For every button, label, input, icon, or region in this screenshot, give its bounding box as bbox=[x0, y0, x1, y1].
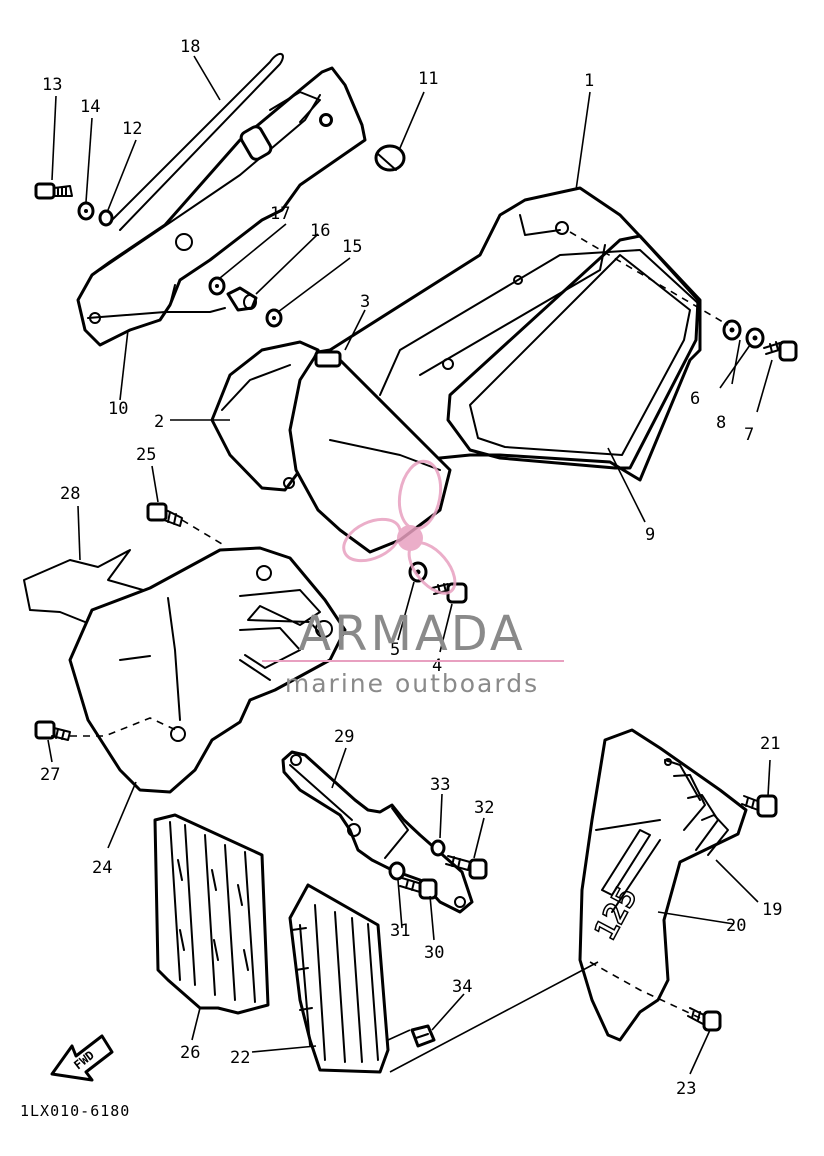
collar-16 bbox=[226, 286, 258, 312]
callout-4: 4 bbox=[432, 656, 442, 676]
nut-33 bbox=[430, 839, 446, 857]
callout-24: 24 bbox=[92, 858, 112, 878]
reference-lines bbox=[70, 231, 729, 1073]
washer-14 bbox=[77, 201, 95, 221]
callout-6: 6 bbox=[690, 389, 700, 409]
callout-3: 3 bbox=[360, 292, 370, 312]
callout-10: 10 bbox=[108, 399, 128, 419]
callout-1: 1 bbox=[584, 71, 594, 91]
callout-12: 12 bbox=[122, 119, 142, 139]
callout-14: 14 bbox=[80, 97, 100, 117]
callout-21: 21 bbox=[760, 734, 780, 754]
grommet-11 bbox=[319, 113, 406, 172]
clip-34 bbox=[410, 1024, 436, 1048]
callout-7: 7 bbox=[744, 425, 754, 445]
watermark-brand: ARMADA bbox=[298, 606, 525, 662]
callout-9: 9 bbox=[645, 525, 655, 545]
washer-6 bbox=[722, 319, 742, 341]
seal-strip bbox=[109, 53, 284, 231]
callout-30: 30 bbox=[424, 943, 444, 963]
callout-2: 2 bbox=[154, 412, 164, 432]
callout-28: 28 bbox=[60, 484, 80, 504]
bolt-13 bbox=[34, 182, 73, 200]
bolt-30 bbox=[399, 877, 438, 900]
callout-15: 15 bbox=[342, 237, 362, 257]
propeller-logo-icon bbox=[342, 459, 457, 595]
callout-labels: 1 2 3 4 5 6 7 8 9 10 11 12 13 14 15 16 1… bbox=[40, 37, 782, 1099]
leader-lines bbox=[47, 55, 773, 1075]
bolt-21 bbox=[741, 794, 778, 818]
watermark-tagline: marine outboards bbox=[285, 669, 539, 698]
washer-12 bbox=[98, 209, 114, 227]
drawing-code: 1LX010-6180 bbox=[20, 1102, 130, 1120]
callout-33: 33 bbox=[430, 775, 450, 795]
callout-11: 11 bbox=[418, 69, 438, 89]
washer-8 bbox=[745, 327, 765, 349]
watermark: ARMADA marine outboards bbox=[262, 459, 564, 698]
callout-34: 34 bbox=[452, 977, 472, 997]
number-plate-side bbox=[446, 234, 700, 470]
washer-17 bbox=[208, 276, 226, 296]
callout-32: 32 bbox=[474, 798, 494, 818]
callout-18: 18 bbox=[180, 37, 200, 57]
bolt-23 bbox=[687, 1007, 722, 1032]
callout-31: 31 bbox=[390, 921, 410, 941]
side-cover-panel-front bbox=[210, 340, 452, 554]
bolt-27 bbox=[34, 720, 71, 741]
callout-20: 20 bbox=[726, 916, 746, 936]
callout-16: 16 bbox=[310, 221, 330, 241]
callout-13: 13 bbox=[42, 75, 62, 95]
forward-arrow-icon: FWD bbox=[50, 1034, 114, 1082]
radiator-grille-right bbox=[288, 883, 390, 1074]
radiator-grille-left bbox=[153, 813, 270, 1015]
callout-22: 22 bbox=[230, 1048, 250, 1068]
callout-8: 8 bbox=[716, 413, 726, 433]
callout-29: 29 bbox=[334, 727, 354, 747]
callout-5: 5 bbox=[390, 640, 400, 660]
callout-19: 19 bbox=[762, 900, 782, 920]
callout-26: 26 bbox=[180, 1043, 200, 1063]
stay-bracket bbox=[281, 750, 474, 914]
callout-27: 27 bbox=[40, 765, 60, 785]
watermark-rule bbox=[262, 660, 564, 662]
bolt-25 bbox=[146, 502, 183, 527]
bolt-32 bbox=[445, 855, 488, 880]
nut-31 bbox=[388, 861, 406, 881]
callout-17: 17 bbox=[270, 204, 290, 224]
shroud-right bbox=[578, 728, 748, 1042]
callout-23: 23 bbox=[676, 1079, 696, 1099]
side-frame-bracket bbox=[76, 66, 367, 347]
bolt-7 bbox=[763, 340, 798, 362]
callout-25: 25 bbox=[136, 445, 156, 465]
front-side-panel bbox=[68, 546, 347, 794]
washer-15 bbox=[265, 308, 283, 328]
